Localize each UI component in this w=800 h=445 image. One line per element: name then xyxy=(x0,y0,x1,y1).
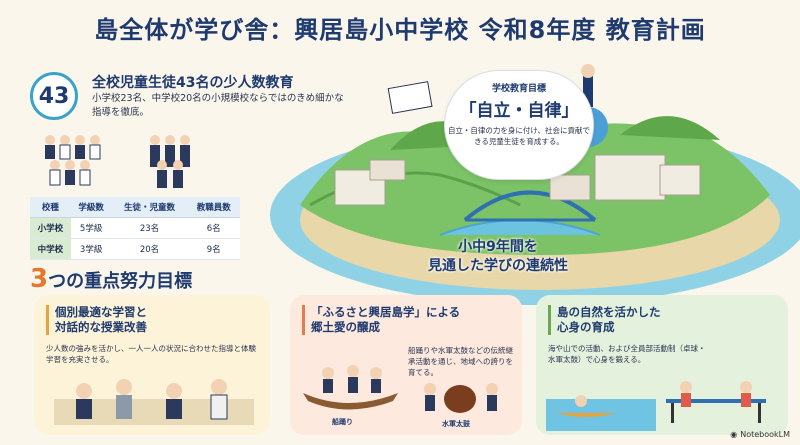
card-text: 海や山での活動、および全員部活動制（卓球・水軍太鼓）で心身を鍛える。 xyxy=(548,344,706,364)
card-heading: 「ふるさと興居島学」による 郷土愛の醸成 xyxy=(302,305,460,335)
table-cell: 23名 xyxy=(111,217,188,239)
stats-heading: 全校児童生徒43名の少人数教育 xyxy=(92,75,294,91)
card-text: 少人数の強みを活かし、一人一人の状況に合わせた指導と体験学習を充実させる。 xyxy=(46,344,256,364)
table-cell: 中学校 xyxy=(30,238,71,260)
card-heading-line1: 個別最適な学習と xyxy=(55,305,147,319)
island-illustration xyxy=(270,64,800,305)
table-cell: 5学級 xyxy=(70,217,112,239)
table-cell: 9名 xyxy=(187,238,240,260)
school-goal-bubble: 学校教育目標 「自立・自律」 自立・自律の力を身に付け、社会に貢献できる児童生徒… xyxy=(444,70,594,180)
table-header: 校種 xyxy=(30,197,71,218)
nine-years-line2: 見通した学びの連続性 xyxy=(428,258,568,274)
card-heading: 島の自然を活かした 心身の育成 xyxy=(548,305,661,335)
student-count-badge: 43 xyxy=(30,72,78,120)
classroom-illustration xyxy=(54,379,254,425)
card-heading-line1: 島の自然を活かした xyxy=(557,305,661,319)
stats-description: 小学校23名、中学校20名の小規模校ならではのきめ細かな指導を徹底。 xyxy=(92,93,344,118)
table-header: 学級数 xyxy=(70,197,112,218)
nine-years-line1: 小中9年間を xyxy=(458,239,538,255)
table-cell: 小学校 xyxy=(30,217,71,239)
nature-sports-illustration xyxy=(546,381,766,431)
goal-card-individual-learning: 個別最適な学習と 対話的な授業改善 少人数の強みを活かし、一人一人の状況に合わせ… xyxy=(34,295,270,435)
goal-main: 「自立・自律」 xyxy=(459,101,579,121)
goal-description: 自立・自律の力を身に付け、社会に貢献できる児童生徒を育成する。 xyxy=(447,126,591,146)
card-text: 船踊りや水軍太鼓などの伝統継承活動を通じ、地域への誇りを育てる。 xyxy=(408,346,513,377)
boat-dance-caption: 船踊り xyxy=(332,418,353,426)
goal-card-hometown-study: 「ふるさと興居島学」による 郷土愛の醸成 船踊り 船踊りや水軍太鼓などの伝統継承… xyxy=(290,295,522,435)
focus-number: 3 xyxy=(30,264,49,294)
table-cell: 3学級 xyxy=(70,238,112,260)
school-stats-table: 校種 学級数 生徒・児童数 教職員数 小学校 5学級 23名 6名 中学校 3学… xyxy=(30,197,240,260)
taiko-drum-illustration xyxy=(424,383,498,413)
page-title: 島全体が学び舎：興居島小中学校 令和8年度 教育計画 xyxy=(94,16,706,44)
goal-label: 学校教育目標 xyxy=(491,84,546,94)
notebooklm-logo: ◉ NotebookLM xyxy=(730,430,790,439)
goal-card-nature-activities: 島の自然を活かした 心身の育成 海や山での活動、および全員部活動制（卓球・水軍太… xyxy=(536,295,788,435)
table-cell: 20名 xyxy=(111,238,188,260)
students-illustration xyxy=(45,135,190,188)
card-heading-line1: 「ふるさと興居島学」による xyxy=(311,305,461,319)
table-row: 小学校 5学級 23名 6名 xyxy=(30,217,240,239)
card-heading: 個別最適な学習と 対話的な授業改善 xyxy=(46,305,147,335)
table-cell: 6名 xyxy=(187,217,240,239)
card-heading-line2: 心身の育成 xyxy=(557,320,615,334)
card-heading-line2: 対話的な授業改善 xyxy=(55,320,147,334)
logo-icon: ◉ xyxy=(730,430,738,439)
focus-goals-title: 3つの重点努力目標 xyxy=(30,264,192,294)
logo-text: NotebookLM xyxy=(740,430,790,439)
taiko-caption: 水軍太鼓 xyxy=(442,420,470,428)
table-row: 中学校 3学級 20名 9名 xyxy=(30,238,240,260)
table-header: 教職員数 xyxy=(187,197,240,218)
card-heading-line2: 郷土愛の醸成 xyxy=(311,320,380,334)
table-header: 生徒・児童数 xyxy=(111,197,188,218)
boat-dance-illustration xyxy=(303,365,398,410)
nine-years-label: 小中9年間を 見通した学びの連続性 xyxy=(428,238,568,276)
focus-title-text: つの重点努力目標 xyxy=(48,271,193,292)
